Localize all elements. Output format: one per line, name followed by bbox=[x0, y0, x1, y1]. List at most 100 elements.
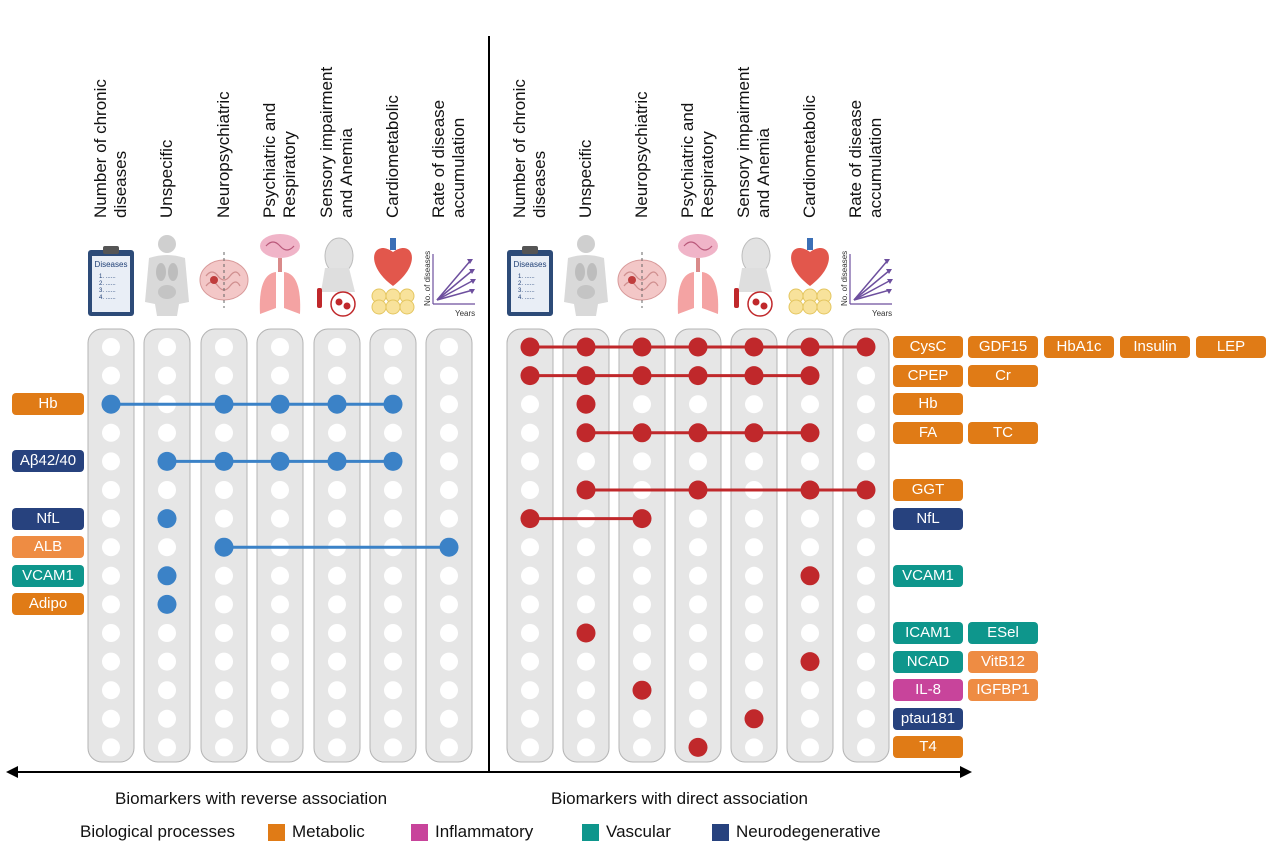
empty-slot bbox=[158, 738, 176, 757]
empty-slot bbox=[745, 395, 763, 414]
empty-slot bbox=[801, 738, 819, 757]
empty-slot bbox=[102, 538, 120, 557]
direct-association-dot bbox=[688, 423, 708, 443]
empty-slot bbox=[577, 595, 595, 614]
empty-slot bbox=[102, 566, 120, 585]
direct-biomarker-badge: T4 bbox=[893, 736, 963, 759]
empty-slot bbox=[440, 366, 458, 385]
reverse-association-dot bbox=[157, 451, 177, 471]
empty-slot bbox=[328, 338, 346, 356]
clipboard-title: Diseases bbox=[95, 260, 128, 269]
clipboard-line: 4. ...... bbox=[518, 295, 535, 301]
reverse-association-dot bbox=[214, 537, 234, 557]
empty-slot bbox=[384, 566, 402, 585]
column-header-line: Cardiometabolic bbox=[383, 95, 402, 218]
empty-slot bbox=[857, 452, 875, 471]
body-lung bbox=[587, 263, 597, 281]
empty-slot bbox=[215, 652, 233, 671]
empty-slot bbox=[440, 481, 458, 499]
heart-icon bbox=[788, 238, 832, 315]
empty-slot bbox=[328, 566, 346, 585]
chart-trend bbox=[853, 289, 891, 301]
legend-label-metabolic: Metabolic bbox=[292, 822, 365, 841]
empty-slot bbox=[384, 709, 402, 728]
empty-slot bbox=[857, 366, 875, 385]
direct-association-dot bbox=[576, 623, 596, 643]
empty-slot bbox=[328, 652, 346, 671]
legend-title: Biological processes bbox=[80, 822, 235, 841]
empty-slot bbox=[440, 566, 458, 585]
empty-slot bbox=[102, 452, 120, 471]
blood-tube bbox=[734, 288, 739, 308]
body-lung bbox=[575, 263, 585, 281]
blood-cell-circle bbox=[330, 291, 356, 317]
empty-slot bbox=[745, 538, 763, 557]
empty-slot bbox=[328, 481, 346, 499]
clipboard-title: Diseases bbox=[514, 260, 547, 269]
empty-slot bbox=[577, 566, 595, 585]
empty-slot bbox=[440, 652, 458, 671]
empty-slot bbox=[857, 538, 875, 557]
direct-biomarker-badge: GDF15 bbox=[968, 336, 1038, 358]
direct-biomarker-badge: VCAM1 bbox=[893, 564, 963, 587]
direct-association-dot bbox=[688, 480, 708, 500]
empty-slot bbox=[689, 624, 707, 642]
direct-association-dot bbox=[744, 709, 764, 729]
brain-fold bbox=[205, 271, 241, 281]
empty-slot bbox=[158, 652, 176, 671]
direct-association-dot bbox=[520, 509, 540, 529]
column-header-line: diseases bbox=[111, 150, 130, 218]
empty-slot bbox=[521, 452, 539, 471]
direct-association-dot bbox=[688, 337, 708, 357]
empty-slot bbox=[102, 681, 120, 700]
clipboard-line: 1. ...... bbox=[518, 274, 535, 280]
trachea bbox=[696, 258, 700, 272]
body-icon bbox=[564, 235, 608, 316]
body-lung bbox=[156, 263, 166, 281]
empty-slot bbox=[577, 681, 595, 700]
chart-trend bbox=[436, 279, 475, 301]
blood-cell bbox=[343, 302, 351, 310]
legend-swatch-vascular bbox=[582, 824, 599, 841]
clipboard-line: 4. ...... bbox=[99, 295, 116, 301]
direct-association-dot bbox=[520, 366, 540, 386]
chart-arrowhead bbox=[886, 269, 892, 274]
empty-slot bbox=[633, 595, 651, 614]
empty-slot bbox=[857, 738, 875, 757]
chart-x-label: Years bbox=[872, 309, 892, 318]
column-header-line: and Anemia bbox=[754, 128, 773, 218]
body-head bbox=[158, 235, 176, 253]
legend-swatch-inflammatory bbox=[411, 824, 428, 841]
direct-biomarker-badge: ptau181 bbox=[893, 707, 963, 730]
reverse-association-dot bbox=[157, 594, 177, 614]
empty-slot bbox=[384, 338, 402, 356]
direct-association-dot bbox=[744, 337, 764, 357]
empty-slot bbox=[689, 452, 707, 471]
empty-slot bbox=[328, 709, 346, 728]
empty-slot bbox=[271, 681, 289, 700]
empty-slot bbox=[521, 709, 539, 728]
column-header-line: Unspecific bbox=[157, 139, 176, 218]
reverse-biomarker-badge: VCAM1 bbox=[12, 564, 84, 587]
empty-slot bbox=[102, 624, 120, 642]
empty-slot bbox=[215, 481, 233, 499]
empty-slot bbox=[215, 423, 233, 442]
reverse-association-dot bbox=[270, 451, 290, 471]
empty-slot bbox=[215, 709, 233, 728]
body-head bbox=[577, 235, 595, 253]
empty-slot bbox=[158, 709, 176, 728]
empty-slot bbox=[384, 423, 402, 442]
empty-slot bbox=[384, 595, 402, 614]
column-header-line: Psychiatric and bbox=[678, 102, 697, 218]
empty-slot bbox=[215, 738, 233, 757]
empty-slot bbox=[271, 738, 289, 757]
empty-slot bbox=[745, 624, 763, 642]
chart-arrowhead bbox=[469, 289, 475, 294]
direct-biomarker-badge: Insulin bbox=[1120, 336, 1190, 358]
empty-slot bbox=[271, 423, 289, 442]
